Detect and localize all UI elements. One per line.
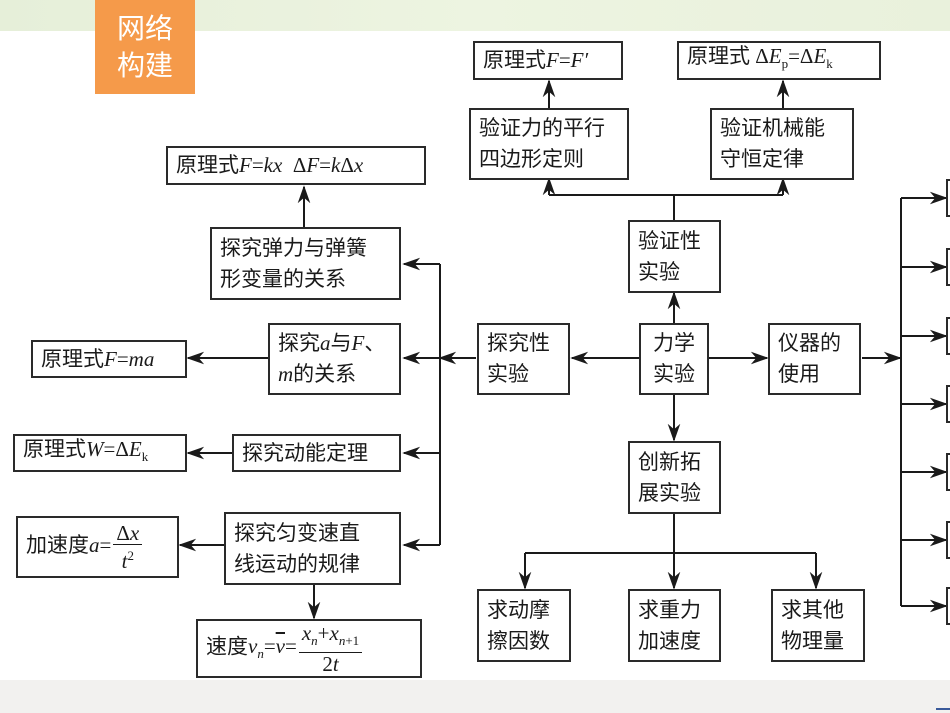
node-work-energy-theorem: 探究动能定理 [232,434,401,472]
badge-line-1: 网络 [116,12,173,45]
node-innovative-experiments: 创新拓 展实验 [628,441,721,514]
uniform-accel-line-2: 线运动的规律 [234,551,360,576]
section-badge: 网络 构建 [95,0,195,94]
formula-newton: F=ma [104,346,155,371]
instrument-item-6 [946,521,950,559]
uniform-accel-line-1: 探究匀变速直 [234,520,360,545]
other-line-2: 物理量 [781,628,844,653]
instrument-item-4 [946,385,950,423]
other-line-1: 求其他 [781,597,844,622]
innovative-line-2: 展实验 [638,480,701,505]
instruments-line-2: 使用 [778,362,820,386]
principle-prefix: 原理式 [483,48,546,72]
node-work-energy-principle: 原理式W=ΔEk [13,434,187,472]
badge-line-2: 构建 [116,49,173,82]
gravity-line-1: 求重力 [638,597,701,622]
exploratory-line-1: 探究性 [487,331,550,355]
node-parallelogram-rule: 验证力的平行 四边形定则 [469,108,629,180]
footer-band [0,680,950,713]
node-parallelogram-principle: 原理式F=F′ [473,41,623,80]
newton-line-1: 探究a与F、 [278,331,386,355]
verification-line-2: 实验 [638,259,680,284]
node-newton-second-law: 探究a与F、 m的关系 [268,323,401,395]
instrument-item-5 [946,453,950,491]
node-other-quantities: 求其他 物理量 [771,589,865,662]
instruments-line-1: 仪器的 [778,331,841,355]
verification-line-1: 验证性 [638,228,701,253]
formula-work-energy: W=ΔEk [86,436,149,465]
root-line-1: 力学 [653,331,695,355]
principle-prefix: 原理式 [176,153,239,177]
root-node-mechanics-experiments: 力学 实验 [639,323,709,395]
node-energy-conservation: 验证机械能 守恒定律 [710,108,854,180]
parallelogram-line-2: 四边形定则 [479,147,584,171]
principle-prefix: 原理式 [687,44,750,69]
node-instrument-usage: 仪器的 使用 [768,323,861,395]
node-gravity-acceleration: 求重力 加速度 [628,589,721,662]
energy-line-1: 验证机械能 [720,116,825,140]
formula-parallelogram: F=F′ [546,48,589,72]
formula-prefix: 速度 [206,634,248,659]
formula-hooke: F=kx ΔF=kΔx [239,153,364,177]
node-energy-principle: 原理式 ΔEp=ΔEk [677,41,881,80]
scroll-indicator[interactable] [936,708,950,710]
node-spring-principle: 原理式F=kx ΔF=kΔx [166,146,426,185]
instrument-item-3 [946,317,950,355]
node-friction-coefficient: 求动摩 擦因数 [477,589,571,662]
instrument-item-1 [946,179,950,217]
newton-line-2: m的关系 [278,362,357,386]
work-energy-line-1: 探究动能定理 [242,440,368,465]
principle-prefix: 原理式 [23,436,86,461]
spring-line-2: 形变量的关系 [220,266,346,291]
node-spring-experiment: 探究弹力与弹簧 形变量的关系 [210,227,401,300]
friction-line-2: 擦因数 [487,628,550,653]
principle-prefix: 原理式 [41,346,104,371]
formula-energy: ΔEp=ΔEk [750,44,833,72]
node-exploratory-experiments: 探究性 实验 [477,323,570,395]
friction-line-1: 求动摩 [487,597,550,622]
root-line-2: 实验 [653,362,695,386]
parallelogram-line-1: 验证力的平行 [479,116,605,140]
innovative-line-1: 创新拓 [638,449,701,474]
node-verification-experiments: 验证性 实验 [628,220,721,293]
node-newton-principle: 原理式F=ma [31,340,187,378]
instrument-item-7 [946,587,950,625]
exploratory-line-2: 实验 [487,362,529,386]
instrument-item-2 [946,248,950,286]
energy-line-2: 守恒定律 [720,147,804,171]
gravity-line-2: 加速度 [638,628,701,653]
node-uniform-acceleration: 探究匀变速直 线运动的规律 [224,512,401,585]
formula-prefix: 加速度 [26,532,89,557]
spring-line-1: 探究弹力与弹簧 [220,235,367,260]
